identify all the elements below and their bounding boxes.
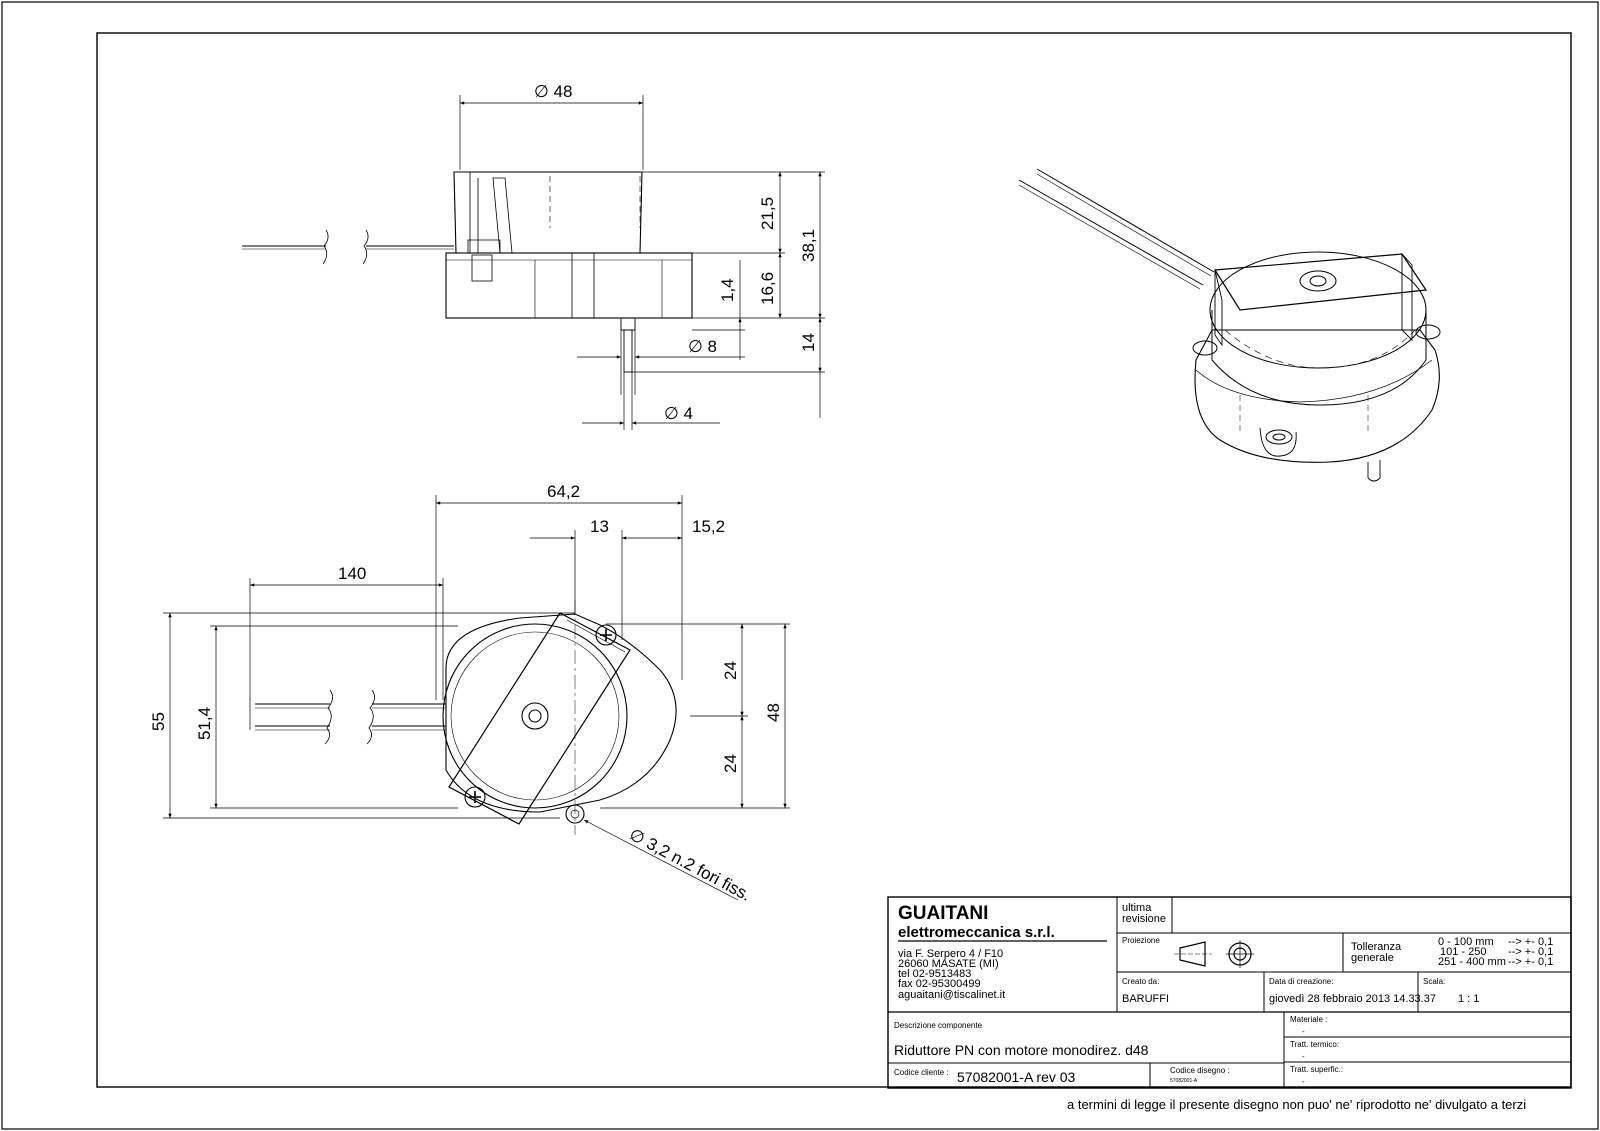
dim-right-offset: 15,2 (692, 517, 725, 536)
address-line-3: tel 02-9513483 (898, 968, 971, 980)
holes-note: ∅ 3,2 n.2 fori fiss. (626, 825, 754, 905)
material-value: - (1302, 1027, 1305, 1036)
created-by: BARUFFI (1122, 993, 1169, 1005)
top-view-dimensions (163, 495, 790, 901)
iso-wire-a (1036, 168, 1215, 273)
side-view-dimension-labels: ∅ 48 21,5 38,1 1,4 16,6 14 ∅ 8 ∅ 4 (534, 82, 818, 423)
top-view-shaft-outer (521, 702, 549, 730)
drawing-code-label: Codice disegno : (1170, 1066, 1230, 1075)
creation-date-label: Data di creazione: (1269, 977, 1333, 986)
tolerance-label-1: Tolleranza (1351, 941, 1402, 953)
side-view-shaft (623, 329, 633, 373)
client-code-label: Codice cliente : (894, 1068, 949, 1077)
top-view-shaft-inner (528, 709, 542, 723)
iso-wire-b (1018, 179, 1204, 286)
top-view-cover-circle (442, 623, 628, 809)
iso-bracket (1213, 253, 1428, 311)
tolerance-range-1: 0 - 100 mm (1438, 936, 1494, 948)
dim-base-height: 16,6 (758, 272, 777, 305)
dim-shaft-boss-diameter: ∅ 8 (688, 337, 717, 356)
projection-label: Proiezione (1122, 936, 1160, 945)
thermal-treatment-value: - (1302, 1052, 1305, 1061)
created-by-label: Creato da: (1122, 977, 1159, 986)
iso-shaft-boss (1299, 270, 1337, 292)
description-label: Descrizione componente (894, 1021, 983, 1030)
tolerance-value-2: --> +- 0,1 (1508, 946, 1553, 958)
creation-date: giovedì 28 febbraio 2013 14.33.37 (1269, 993, 1436, 1005)
top-view (255, 600, 677, 835)
dim-overall-height: 55 (149, 712, 168, 731)
client-code: 57082001-A rev 03 (957, 1069, 1076, 1085)
iso-base (1194, 329, 1440, 463)
last-revision-label-2: revisione (1122, 913, 1166, 925)
thermal-treatment-label: Tratt. termico: (1290, 1040, 1339, 1049)
top-view-dimension-labels: 64,2 13 15,2 140 55 51,4 24 24 48 ∅ 3,2 … (149, 482, 783, 905)
drawing-code: 57082001-A (1170, 1078, 1198, 1084)
dim-width: 64,2 (547, 482, 580, 501)
address-line-4: fax 02-95300499 (898, 978, 981, 990)
iso-screw-left (1192, 340, 1218, 356)
scale-value: 1 : 1 (1458, 993, 1479, 1005)
top-view-screw-top (595, 624, 617, 646)
side-view (242, 171, 693, 373)
top-view-body-outline (445, 613, 677, 813)
side-view-dimensions (459, 95, 825, 430)
iso-mounting-tab (1259, 427, 1297, 457)
last-revision-label-1: ultima (1122, 902, 1152, 914)
tolerance-value-3: --> +- 0,1 (1508, 956, 1553, 968)
top-view-screw-bottom (464, 786, 486, 808)
company-name: GUAITANI (898, 903, 988, 924)
surface-treatment-value: - (1302, 1077, 1305, 1086)
title-block-frame (887, 896, 1572, 1089)
scale-label: Scala: (1423, 977, 1445, 986)
tolerance-value-1: --> +- 0,1 (1508, 936, 1553, 948)
dim-shaft-diameter: ∅ 4 (664, 404, 693, 423)
dim-hole-spacing: 51,4 (195, 707, 214, 740)
company-subname: elettromeccanica s.r.l. (898, 924, 1055, 941)
dim-diameter: 48 (764, 703, 783, 722)
dim-half-lower: 24 (721, 754, 740, 773)
dim-diameter-48: ∅ 48 (534, 82, 572, 101)
material-label: Materiale : (1290, 1015, 1327, 1024)
address-line-2: 26060 MASATE (MI) (898, 958, 999, 970)
side-view-base (445, 252, 693, 319)
tolerance-range-2: 101 - 250 (1440, 946, 1486, 958)
dim-total-height: 38,1 (799, 229, 818, 262)
address-line-5: aguaitani@tiscalinet.it (898, 989, 1005, 1001)
projection-symbol-icon (1174, 940, 1254, 968)
drawing-frame (96, 32, 1572, 1088)
side-view-cover (453, 171, 643, 254)
title-block: GUAITANI elettromeccanica s.r.l. via F. … (894, 902, 1553, 1086)
dim-half-upper: 24 (721, 661, 740, 680)
iso-screw-right (1415, 324, 1441, 340)
side-view-shaft-boss (620, 317, 636, 331)
dim-center-offset: 13 (590, 517, 609, 536)
dim-cover-height: 21,5 (758, 197, 777, 230)
isometric-view (1018, 168, 1441, 482)
address-line-1: via F. Serpero 4 / F10 (898, 948, 1003, 960)
dim-shaft-length: 14 (799, 333, 818, 352)
surface-treatment-label: Tratt. superfic.: (1290, 1065, 1343, 1074)
dim-wire-length: 140 (338, 564, 366, 583)
tolerance-range-3: 251 - 400 mm (1438, 956, 1506, 968)
tolerance-label-2: generale (1351, 952, 1394, 964)
dim-base-step: 1,4 (718, 278, 737, 302)
legal-footer: a termini di legge il presente disegno n… (1067, 1097, 1527, 1112)
component-description: Riduttore PN con motore monodirez. d48 (894, 1042, 1149, 1058)
iso-shaft (1367, 460, 1381, 482)
